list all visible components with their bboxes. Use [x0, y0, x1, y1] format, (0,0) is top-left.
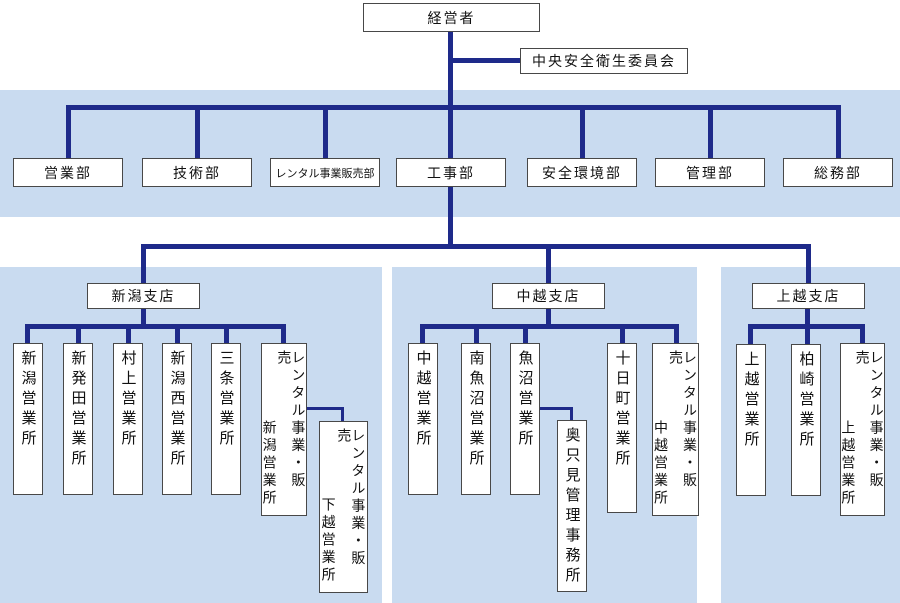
connector-stub-general [836, 105, 841, 159]
connector-chuetsu-hline [420, 324, 679, 329]
connector-chuetsu-trunk [546, 308, 551, 327]
connector-stub-construction [448, 105, 453, 159]
dept-safety-environment-box: 安全環境部 [527, 158, 637, 187]
connector-rental-kaetsu-h [307, 407, 344, 410]
office-sanjo-box: 三条営業所 [211, 343, 241, 495]
connector-stub-office [860, 324, 865, 344]
connector-stub-admin [708, 105, 713, 159]
connector-trunk-top [448, 32, 453, 108]
connector-okutadami-h [540, 407, 573, 410]
office-okutadami-label: 奥只見管理事務所 [563, 427, 581, 587]
connector-stub-office [620, 324, 625, 344]
office-chuetsu-label: 中越営業所 [414, 350, 432, 450]
connector-stub-office [748, 324, 753, 344]
branch-chuetsu-box: 中越支店 [492, 283, 605, 309]
office-minami-uonuma-box: 南魚沼営業所 [461, 343, 491, 495]
rental-niigata-line1: レンタル事業・販売 [276, 350, 307, 490]
office-shibata-label: 新発田営業所 [69, 350, 87, 470]
office-murakami-label: 村上営業所 [119, 350, 137, 450]
branch-chuetsu-label: 中越支店 [516, 288, 581, 304]
dept-sales-label: 営業部 [44, 164, 92, 181]
branch-niigata-box: 新潟支店 [87, 283, 200, 309]
connector-okutadami-v [570, 407, 573, 421]
rental-joetsu-line2: 上越営業所 [840, 419, 857, 508]
branch-joetsu-box: 上越支店 [752, 283, 865, 309]
safety-committee-box: 中央安全衛生委員会 [520, 48, 688, 74]
branch-niigata-label: 新潟支店 [111, 288, 176, 304]
connector-trunk-mid [448, 186, 453, 248]
office-sanjo-label: 三条営業所 [217, 350, 235, 450]
connector-rental-kaetsu-v [341, 407, 344, 421]
branch-joetsu-label: 上越支店 [776, 288, 841, 304]
connector-stub-engineering [195, 105, 200, 159]
office-niigata-nishi-label: 新潟西営業所 [168, 350, 186, 470]
connector-committee [451, 58, 520, 63]
connector-branches-hline [141, 244, 811, 249]
connector-niigata-trunk [141, 307, 146, 327]
dept-engineering-label: 技術部 [173, 164, 221, 181]
office-tokamachi-label: 十日町営業所 [613, 350, 631, 470]
rental-kaetsu-line2: 下越営業所 [320, 496, 337, 585]
dept-construction-box: 工事部 [396, 158, 506, 187]
office-chuetsu-box: 中越営業所 [408, 343, 438, 495]
safety-committee-label: 中央安全衛生委員会 [532, 53, 676, 69]
ceo-label: 経営者 [427, 9, 476, 26]
office-niigata-label: 新潟営業所 [19, 350, 37, 450]
ceo-box: 経営者 [363, 3, 540, 32]
chuetsu-branch-panel [392, 267, 697, 603]
connector-niigata-hline [25, 324, 286, 329]
dept-safety-environment-label: 安全環境部 [542, 164, 622, 181]
office-tokamachi-box: 十日町営業所 [607, 343, 637, 513]
connector-stub-office [805, 324, 810, 344]
office-niigata-nishi-box: 新潟西営業所 [162, 343, 192, 495]
rental-chuetsu-line2: 中越営業所 [653, 419, 669, 508]
rental-joetsu-line1: レンタル事業・販売 [854, 350, 885, 490]
connector-stub-chuetsu-branch [546, 244, 551, 284]
dept-rental-sales-label: レンタル事業販売部 [275, 167, 375, 180]
office-uonuma-label: 魚沼営業所 [516, 350, 534, 450]
office-shibata-box: 新発田営業所 [63, 343, 93, 495]
connector-stub-office [674, 324, 679, 344]
rental-chuetsu-line1: レンタル事業・販売 [668, 350, 698, 490]
rental-niigata-box: レンタル事業・販売 新潟営業所 [261, 343, 307, 516]
rental-niigata-line2: 新潟営業所 [261, 419, 278, 508]
rental-joetsu-box: レンタル事業・販売 上越営業所 [840, 343, 885, 516]
rental-chuetsu-box: レンタル事業・販売 中越営業所 [652, 343, 699, 516]
office-uonuma-box: 魚沼営業所 [510, 343, 540, 495]
office-joetsu-label: 上越営業所 [742, 351, 760, 451]
connector-joetsu-trunk [805, 307, 810, 327]
connector-stub-office [224, 324, 229, 344]
dept-engineering-box: 技術部 [142, 158, 252, 187]
dept-general-affairs-box: 総務部 [783, 158, 893, 187]
dept-administration-label: 管理部 [686, 164, 734, 181]
connector-stub-office [523, 324, 528, 344]
office-kashiwazaki-box: 柏崎営業所 [791, 344, 821, 496]
connector-stub-joetsu-branch [806, 244, 811, 284]
office-niigata-box: 新潟営業所 [13, 343, 43, 495]
dept-administration-box: 管理部 [655, 158, 765, 187]
office-minami-uonuma-label: 南魚沼営業所 [467, 350, 485, 470]
connector-stub-office [474, 324, 479, 344]
connector-stub-office [420, 324, 425, 344]
rental-kaetsu-box: レンタル事業・販売 下越営業所 [319, 421, 368, 593]
dept-rental-sales-box: レンタル事業販売部 [270, 158, 380, 187]
connector-stub-office [25, 324, 30, 344]
dept-sales-box: 営業部 [13, 158, 123, 187]
office-okutadami-box: 奥只見管理事務所 [557, 420, 587, 592]
office-murakami-box: 村上営業所 [113, 343, 143, 495]
office-kashiwazaki-label: 柏崎営業所 [797, 351, 815, 451]
connector-departments-hline [66, 105, 841, 110]
dept-general-affairs-label: 総務部 [814, 164, 862, 181]
dept-construction-label: 工事部 [427, 164, 475, 181]
connector-stub-niigata-branch [141, 244, 146, 284]
connector-stub-sales [66, 105, 71, 159]
connector-stub-office [126, 324, 131, 344]
office-joetsu-box: 上越営業所 [736, 344, 766, 496]
connector-stub-safety [580, 105, 585, 159]
connector-stub-office [281, 324, 286, 344]
connector-stub-rental-sales [323, 105, 328, 159]
rental-kaetsu-line1: レンタル事業・販売 [336, 428, 367, 568]
connector-stub-office [76, 324, 81, 344]
connector-stub-office [175, 324, 180, 344]
